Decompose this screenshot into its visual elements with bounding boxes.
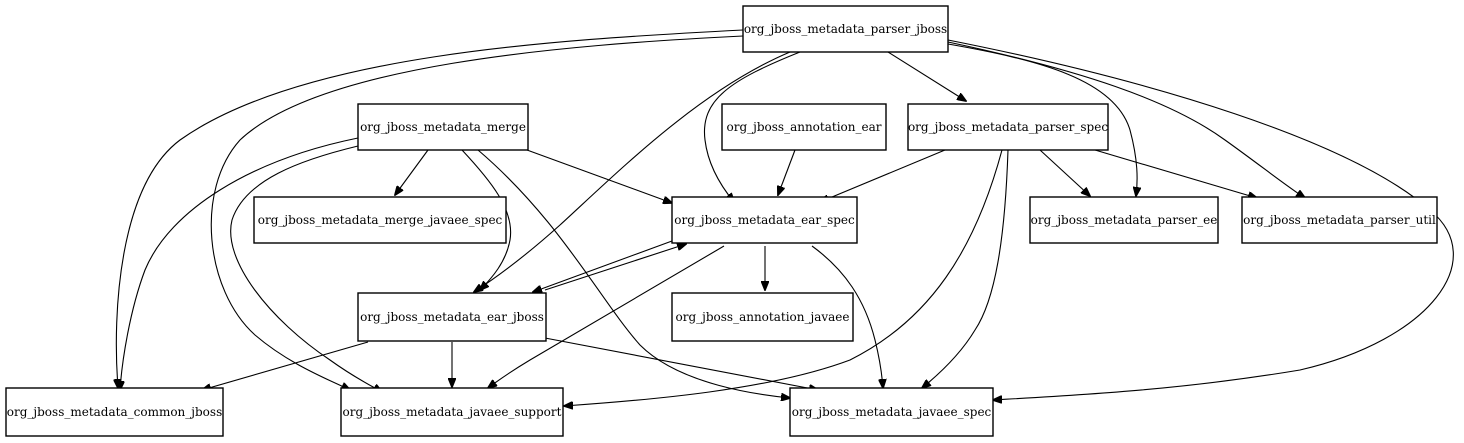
edge-parser-spec-to-parser-ee (1039, 149, 1090, 196)
edge-ear-jboss-to-javaee-spec (544, 337, 818, 390)
edge-parser-jboss-to-parser-spec (887, 51, 966, 101)
edge-merge-to-common-jboss (120, 137, 359, 390)
edge-ear-spec-to-javaee-spec (811, 245, 883, 388)
edge-ear-spec-to-javaee-support (488, 245, 725, 388)
edge-ear-spec-to-ear-jboss (533, 240, 673, 292)
edge-parser-jboss-to-parser-util (947, 41, 1305, 198)
node-label: org_jboss_metadata_merge_javaee_spec (258, 213, 503, 227)
edge-parser-jboss-to-javaee-support (210, 35, 744, 390)
node-label: org_jboss_metadata_parser_ee (1031, 213, 1218, 227)
edge-parser-spec-to-javaee-spec (922, 149, 1009, 388)
node-annotation-ear[interactable]: org_jboss_annotation_ear (721, 103, 887, 151)
node-label: org_jboss_metadata_common_jboss (7, 405, 222, 419)
node-label: org_jboss_metadata_ear_jboss (360, 310, 544, 324)
node-parser-spec[interactable]: org_jboss_metadata_parser_spec (907, 103, 1109, 151)
edge-parser-jboss-to-ear-jboss (474, 51, 791, 292)
node-label: org_jboss_metadata_javaee_support (343, 405, 562, 419)
edge-merge-to-merge-javaee-spec (395, 149, 429, 195)
node-parser-ee[interactable]: org_jboss_metadata_parser_ee (1029, 196, 1219, 244)
node-annotation-javaee[interactable]: org_jboss_annotation_javaee (671, 292, 854, 342)
edge-annotation-ear-to-ear-spec (778, 149, 796, 195)
edge-parser-jboss-to-javaee-spec (947, 39, 1454, 400)
node-label: org_jboss_annotation_ear (726, 120, 881, 134)
edge-parser-spec-to-javaee-support (564, 149, 1003, 406)
node-ear-jboss[interactable]: org_jboss_metadata_ear_jboss (357, 292, 547, 342)
edge-parser-spec-to-ear-spec (820, 149, 946, 202)
node-label: org_jboss_metadata_parser_jboss (744, 22, 947, 36)
node-javaee-support[interactable]: org_jboss_metadata_javaee_support (340, 387, 564, 437)
node-parser-util[interactable]: org_jboss_metadata_parser_util (1241, 196, 1438, 244)
node-parser-jboss[interactable]: org_jboss_metadata_parser_jboss (742, 5, 949, 53)
edge-parser-jboss-to-common-jboss (116, 29, 744, 388)
node-merge-javaee-spec[interactable]: org_jboss_metadata_merge_javaee_spec (253, 196, 507, 244)
edge-merge-to-ear-spec (526, 149, 672, 203)
node-label: org_jboss_metadata_merge (360, 120, 526, 134)
node-label: org_jboss_metadata_parser_util (1243, 213, 1436, 227)
node-layer: org_jboss_metadata_parser_jboss org_jbos… (5, 5, 1438, 437)
node-ear-spec[interactable]: org_jboss_metadata_ear_spec (671, 196, 858, 244)
node-common-jboss[interactable]: org_jboss_metadata_common_jboss (5, 387, 224, 437)
edge-merge-to-ear-jboss (461, 149, 512, 290)
node-label: org_jboss_metadata_javaee_spec (792, 405, 992, 419)
edge-parser-jboss-to-ear-spec (703, 51, 801, 202)
edge-parser-spec-to-parser-util (1094, 149, 1257, 198)
node-label: org_jboss_annotation_javaee (675, 310, 849, 324)
node-label: org_jboss_metadata_ear_spec (674, 213, 855, 227)
node-label: org_jboss_metadata_parser_spec (908, 120, 1108, 134)
edge-ear-jboss-to-common-jboss (202, 341, 369, 390)
node-javaee-spec[interactable]: org_jboss_metadata_javaee_spec (789, 387, 994, 437)
node-merge[interactable]: org_jboss_metadata_merge (357, 103, 529, 151)
edge-merge-to-javaee-support (230, 145, 382, 392)
edge-layer (116, 29, 1454, 406)
edge-ear-jboss-to-ear-spec (544, 244, 686, 291)
edge-merge-to-javaee-spec (477, 149, 790, 398)
